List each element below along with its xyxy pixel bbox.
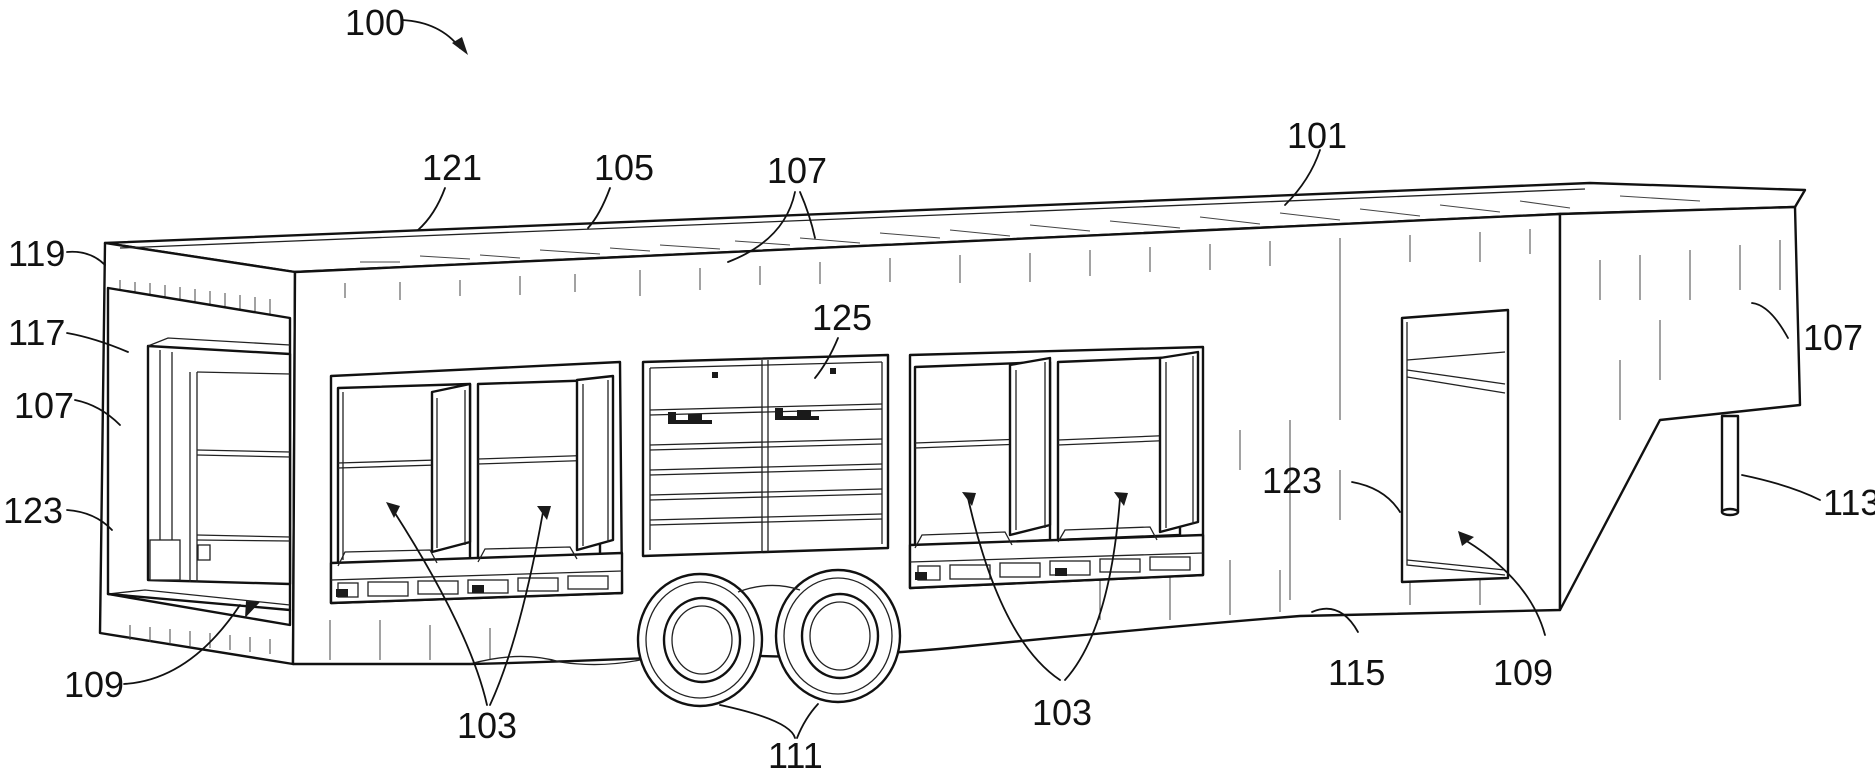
label-117: 117 bbox=[8, 312, 65, 353]
label-103-left: 103 bbox=[457, 705, 517, 746]
reference-labels: 100 101 121 105 107 119 117 107 123 109 … bbox=[3, 2, 1875, 776]
label-121: 121 bbox=[422, 147, 482, 188]
hitch-post bbox=[1720, 414, 1740, 517]
label-109-right: 109 bbox=[1493, 652, 1553, 693]
label-119: 119 bbox=[8, 233, 65, 274]
label-115: 115 bbox=[1328, 652, 1385, 693]
right-cargo-window bbox=[908, 345, 1205, 590]
leader-lines bbox=[66, 19, 1821, 739]
label-107-right: 107 bbox=[1803, 317, 1863, 358]
label-105: 105 bbox=[594, 147, 654, 188]
label-123-left: 123 bbox=[3, 490, 63, 531]
label-111: 111 bbox=[768, 735, 823, 776]
label-107-top: 107 bbox=[767, 150, 827, 191]
side-door-opening bbox=[1400, 308, 1510, 584]
label-101: 101 bbox=[1287, 115, 1347, 156]
center-shelving-window bbox=[641, 353, 890, 558]
label-109-left: 109 bbox=[64, 664, 124, 705]
label-107-left: 107 bbox=[14, 385, 74, 426]
label-113: 113 bbox=[1823, 482, 1875, 523]
wheel-rear bbox=[636, 572, 764, 708]
label-123-right: 123 bbox=[1262, 460, 1322, 501]
label-100: 100 bbox=[345, 2, 405, 43]
wheels bbox=[636, 568, 902, 708]
wheel-front bbox=[774, 568, 902, 704]
front-end-opening bbox=[106, 286, 292, 627]
label-125: 125 bbox=[812, 297, 872, 338]
label-103-right: 103 bbox=[1032, 692, 1092, 733]
left-cargo-window bbox=[329, 360, 624, 605]
